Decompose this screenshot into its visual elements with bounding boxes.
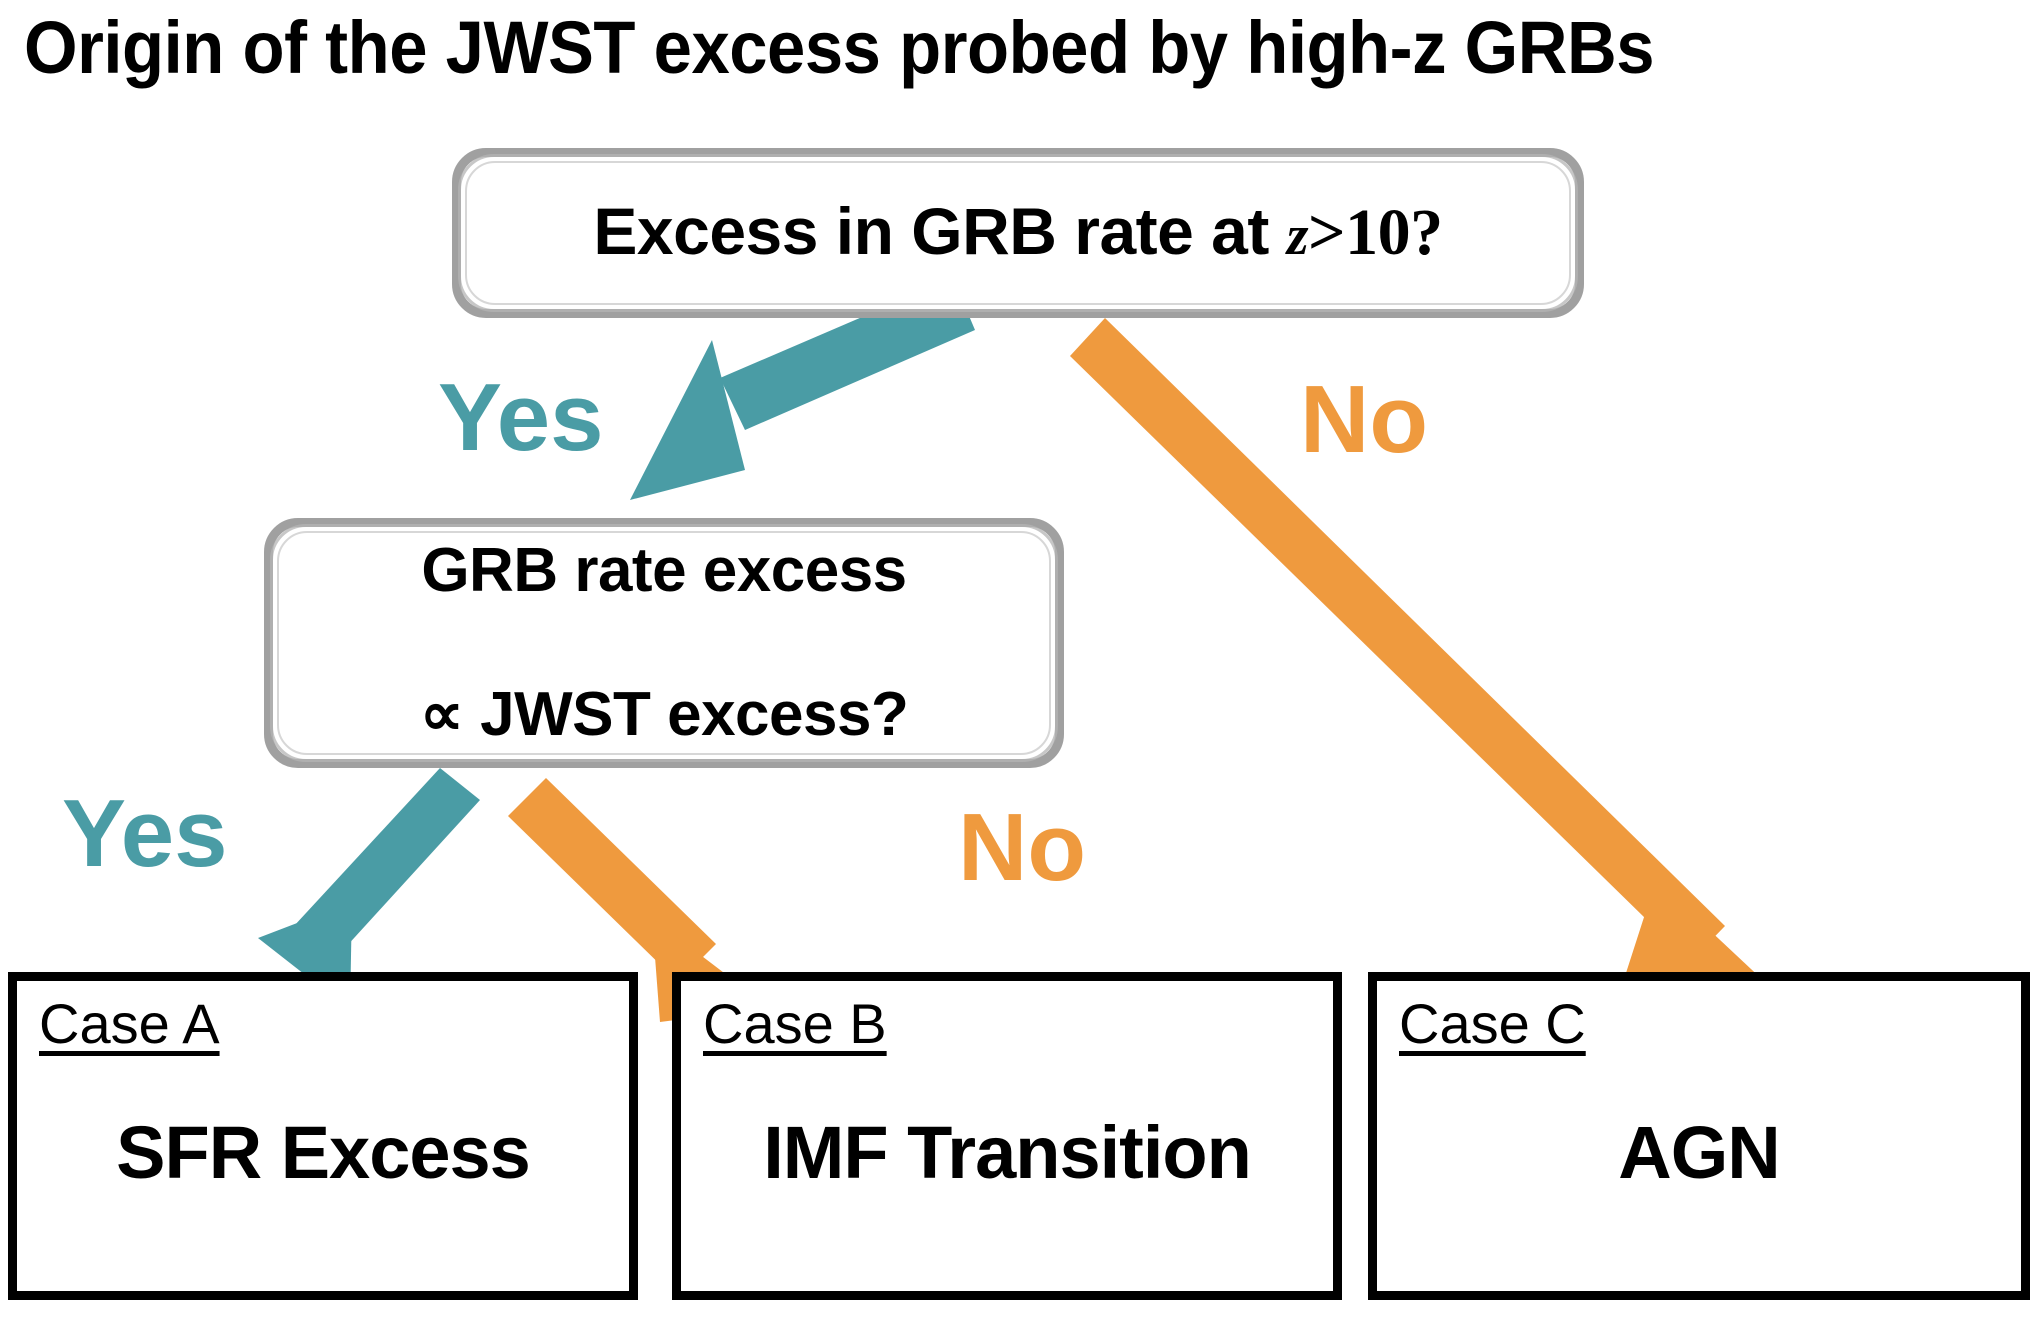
case-c-tag: Case C	[1399, 992, 1586, 1055]
decision-q1-text: Excess in GRB rate at z>10?	[593, 193, 1443, 273]
case-b-title: IMF Transition	[763, 1111, 1252, 1194]
edge-label-q1-no: No	[1300, 366, 1428, 473]
decision-box-grb-rate-excess[interactable]: Excess in GRB rate at z>10?	[452, 148, 1584, 318]
decision-q2-line1: GRB rate excess	[421, 536, 907, 605]
edge-label-q1-yes: Yes	[438, 364, 604, 471]
case-box-b[interactable]: Case B IMF Transition	[672, 972, 1342, 1300]
page-title: Origin of the JWST excess probed by high…	[24, 6, 1655, 89]
decision-box-proportionality[interactable]: GRB rate excess ∝ JWST excess?	[264, 518, 1064, 768]
edge-label-q2-no: No	[958, 794, 1086, 901]
case-b-tag: Case B	[703, 992, 887, 1055]
case-a-tag: Case A	[39, 992, 220, 1055]
case-box-a[interactable]: Case A SFR Excess	[8, 972, 638, 1300]
decision-q1-suffix: >10?	[1308, 195, 1443, 269]
decision-q2-line2: ∝ JWST excess?	[419, 680, 909, 749]
decision-q1-z-symbol: z	[1286, 204, 1309, 267]
decision-q1-prefix: Excess in GRB rate at	[593, 193, 1287, 268]
case-a-title: SFR Excess	[116, 1111, 531, 1194]
case-c-title: AGN	[1618, 1111, 1780, 1194]
case-box-c[interactable]: Case C AGN	[1368, 972, 2030, 1300]
decision-q2-text: GRB rate excess ∝ JWST excess?	[420, 463, 909, 823]
edge-label-q2-yes: Yes	[62, 780, 228, 887]
